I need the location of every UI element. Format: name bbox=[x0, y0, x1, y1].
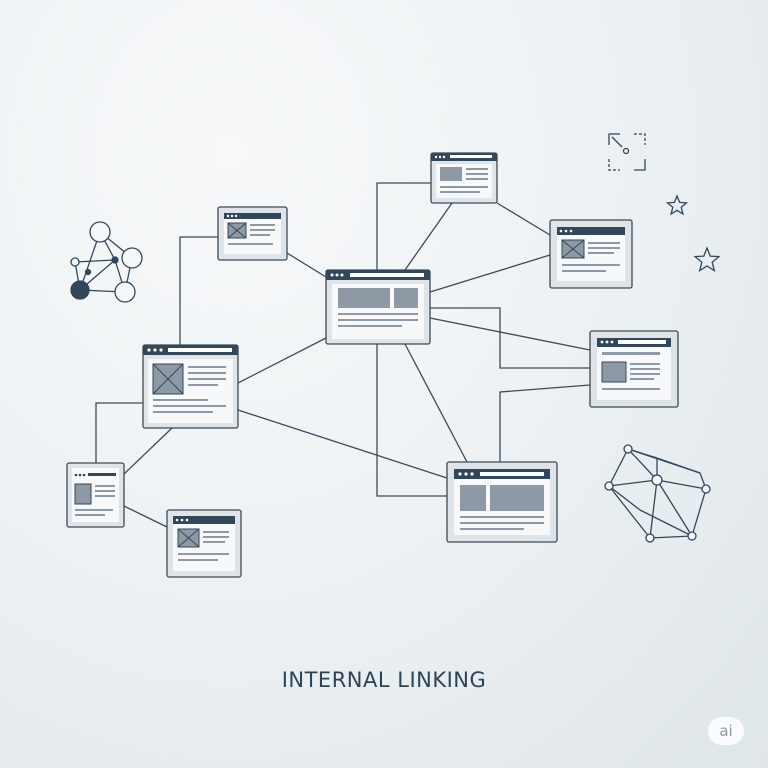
star-icon bbox=[665, 194, 689, 216]
page-window-top-left bbox=[217, 206, 288, 261]
page-window-left-large bbox=[142, 344, 239, 429]
star-icon bbox=[693, 246, 721, 273]
link-line bbox=[123, 427, 173, 475]
link-line bbox=[404, 343, 468, 463]
ai-badge: ai bbox=[708, 717, 744, 745]
link-lines bbox=[95, 182, 591, 528]
network-cluster-right-icon bbox=[604, 444, 711, 543]
page-window-right-middle bbox=[589, 330, 679, 408]
link-line bbox=[179, 236, 218, 345]
link-line bbox=[286, 252, 327, 278]
link-line bbox=[499, 384, 591, 462]
link-line bbox=[237, 337, 327, 384]
link-line bbox=[429, 254, 551, 293]
page-window-bottom bbox=[166, 509, 242, 578]
expand-arrows-icon bbox=[608, 133, 646, 171]
page-window-hub bbox=[325, 269, 431, 345]
link-line bbox=[430, 307, 590, 369]
link-line bbox=[95, 402, 143, 463]
link-line bbox=[429, 317, 591, 351]
diagram-title: INTERNAL LINKING bbox=[281, 668, 487, 692]
page-window-bottom-right bbox=[446, 461, 558, 543]
link-line bbox=[376, 344, 447, 497]
link-line bbox=[376, 182, 431, 270]
network-cluster-left-icon bbox=[70, 221, 143, 303]
link-line bbox=[123, 505, 168, 528]
link-line bbox=[404, 202, 453, 271]
link-line bbox=[496, 202, 551, 236]
page-window-top bbox=[430, 152, 498, 204]
link-line bbox=[237, 409, 448, 479]
page-window-right-upper bbox=[549, 219, 633, 289]
page-window-bottom-left bbox=[66, 462, 125, 528]
